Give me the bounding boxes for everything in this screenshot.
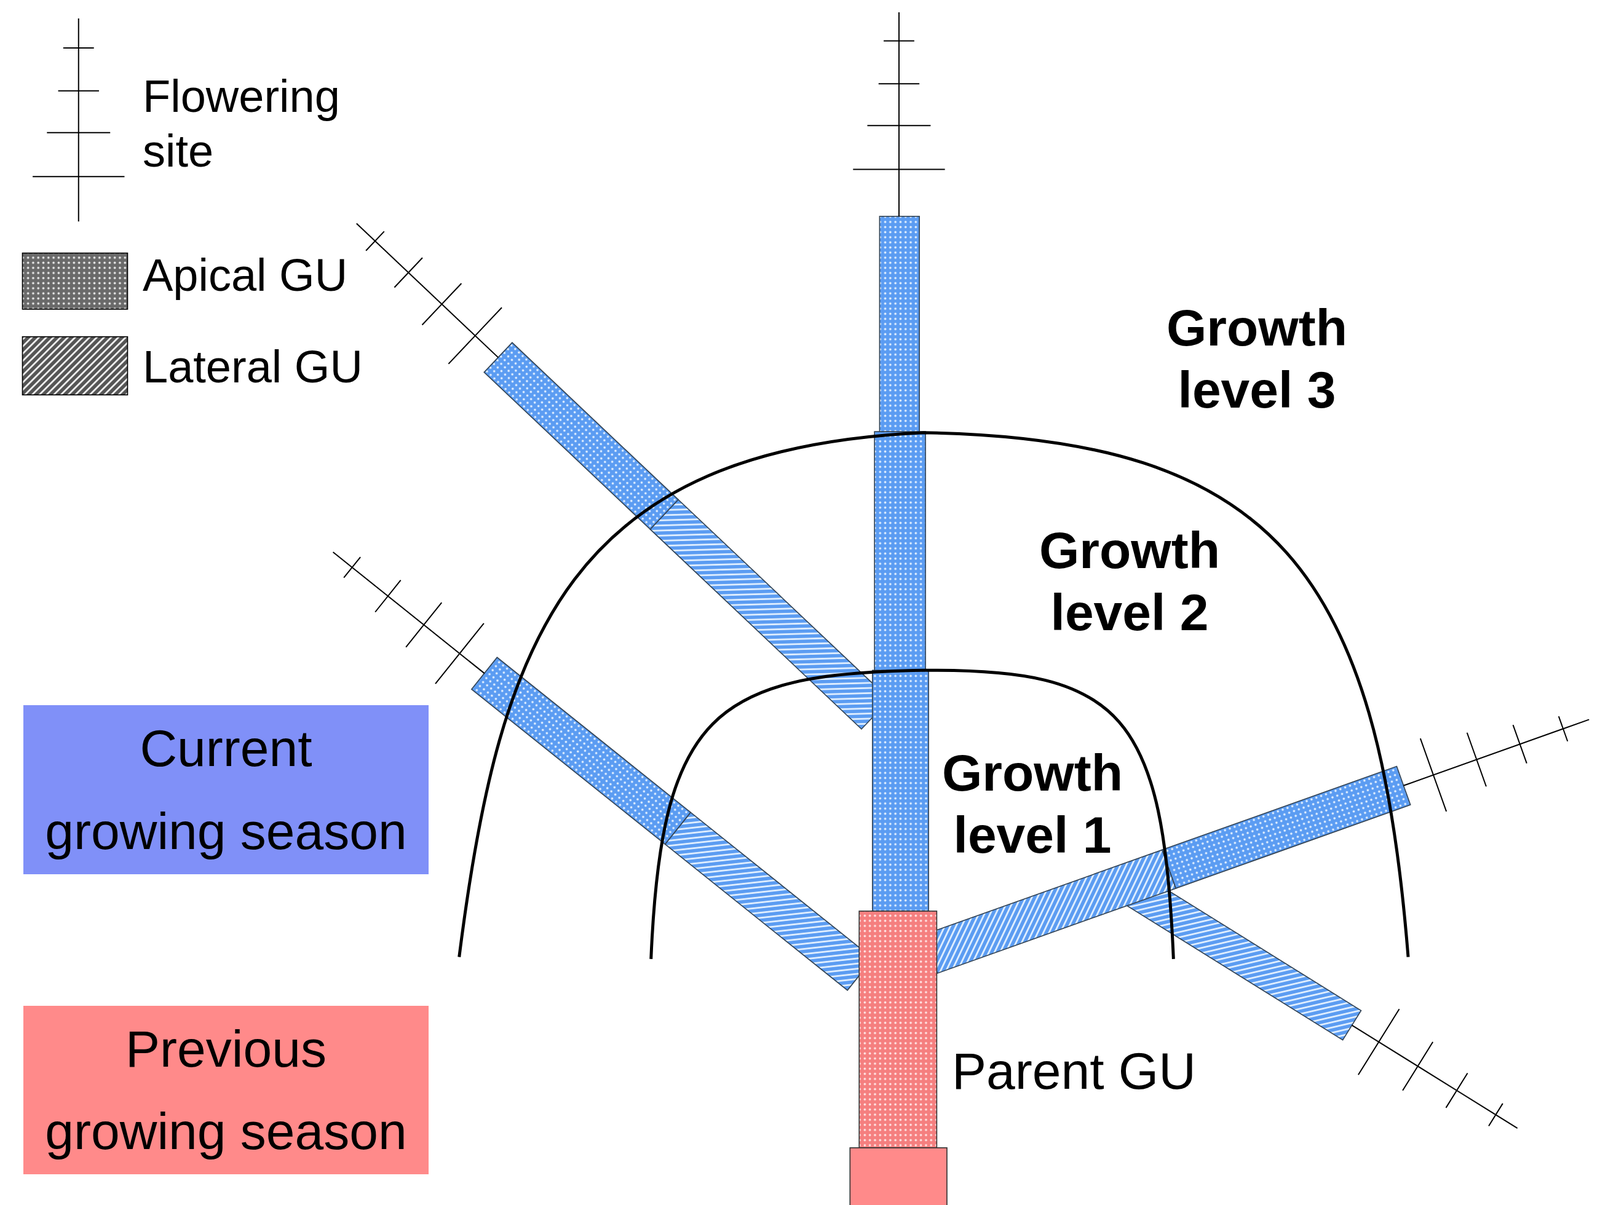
legend-text: Current growing season — [44, 707, 409, 873]
lateral-branch — [329, 195, 903, 743]
growth-level-label-holder: Growth level 1 — [921, 742, 1144, 867]
apical-gu-sample — [22, 253, 128, 310]
legend-entry: Flowering site — [142, 69, 377, 179]
lateral-branch — [917, 683, 1600, 991]
legend-swatch: Current growing season — [23, 705, 429, 875]
legend-entry: Apical GU — [142, 248, 348, 304]
part-label-holder: Parent GU — [951, 1040, 1197, 1103]
legend-text: Flowering site — [142, 69, 377, 179]
legend-text: Apical GU — [142, 248, 348, 304]
part-label: Parent GU — [951, 1040, 1197, 1103]
growth-level-boundary — [459, 432, 1409, 958]
legend-text: Lateral GU — [142, 340, 363, 395]
parent-base — [849, 1148, 947, 1205]
legend-swatch: Previous growing season — [23, 1005, 429, 1175]
growth-level-boundary — [651, 670, 1174, 960]
legend-entry: Lateral GU — [142, 340, 363, 395]
growth-level-label-holder: Growth level 2 — [1018, 519, 1241, 644]
lateral-branch — [1106, 852, 1538, 1162]
flowering-site — [852, 12, 945, 217]
lateral-gu-sample — [22, 336, 128, 396]
parent-gu — [859, 911, 937, 1149]
growth-level-label: Growth level 3 — [1146, 297, 1368, 422]
growth-level-label: Growth level 2 — [1018, 519, 1241, 644]
growth-level-label: Growth level 1 — [921, 742, 1144, 867]
flowering-site-symbol — [32, 18, 125, 222]
growth-level-label-holder: Growth level 3 — [1146, 297, 1368, 422]
main-stem — [872, 216, 929, 912]
legend-text: Previous growing season — [44, 1007, 409, 1174]
